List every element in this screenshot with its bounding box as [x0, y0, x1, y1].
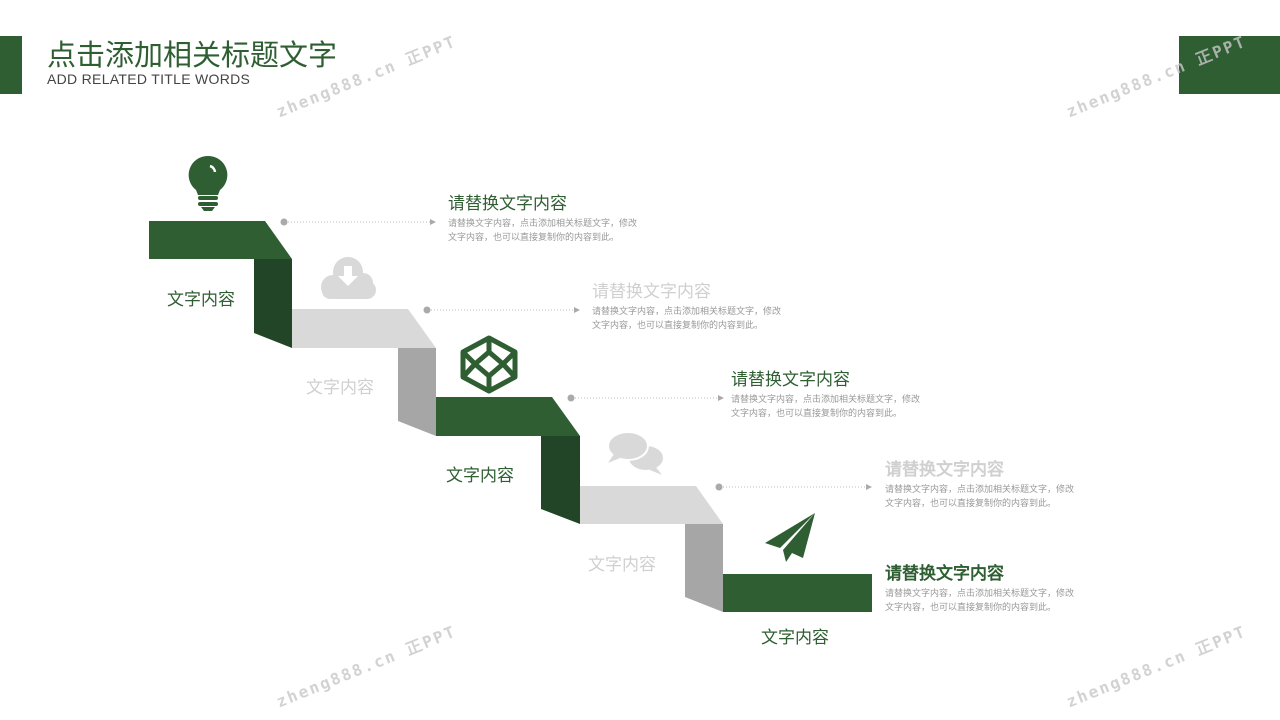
text-desc: 请替换文字内容，点击添加相关标题文字，修改文字内容，也可以直接复制你的内容到此。: [885, 485, 1075, 509]
connector-1: [280, 218, 436, 226]
connector-4: [715, 483, 872, 491]
text-desc: 请替换文字内容，点击添加相关标题文字，修改文字内容，也可以直接复制你的内容到此。: [448, 219, 638, 243]
text-title: 请替换文字内容: [885, 460, 1004, 480]
step-4: [580, 486, 723, 612]
step-2: [292, 309, 436, 436]
step-label-1: 文字内容: [167, 290, 235, 310]
text-block-1: 请替换文字内容 请替换文字内容，点击添加相关标题文字，修改文字内容，也可以直接复…: [448, 189, 663, 245]
page-title: 点击添加相关标题文字: [47, 38, 338, 72]
left-accent-bar: [0, 36, 22, 94]
text-desc: 请替换文字内容，点击添加相关标题文字，修改文字内容，也可以直接复制你的内容到此。: [731, 395, 921, 419]
text-title: 请替换文字内容: [885, 564, 1004, 584]
text-block-2: 请替换文字内容 请替换文字内容，点击添加相关标题文字，修改文字内容，也可以直接复…: [592, 277, 807, 333]
text-block-5: 请替换文字内容 请替换文字内容，点击添加相关标题文字，修改文字内容，也可以直接复…: [885, 559, 1100, 615]
text-desc: 请替换文字内容，点击添加相关标题文字，修改文字内容，也可以直接复制你的内容到此。: [885, 589, 1075, 613]
lightbulb-icon: [188, 155, 228, 211]
text-title: 请替换文字内容: [592, 282, 711, 302]
paper-plane-icon: [765, 513, 815, 562]
codepen-cube-icon: [460, 335, 518, 394]
text-block-3: 请替换文字内容 请替换文字内容，点击添加相关标题文字，修改文字内容，也可以直接复…: [731, 365, 946, 421]
text-title: 请替换文字内容: [448, 194, 567, 214]
step-label-5: 文字内容: [761, 628, 829, 648]
chat-bubbles-icon: [607, 431, 663, 475]
connector-2: [423, 306, 580, 314]
page-subtitle: ADD RELATED TITLE WORDS: [47, 71, 251, 87]
right-accent-bar: [1179, 36, 1280, 94]
step-label-2: 文字内容: [306, 378, 374, 398]
connectors: [280, 218, 872, 491]
step-3: [436, 397, 580, 524]
text-title: 请替换文字内容: [731, 370, 850, 390]
text-block-4: 请替换文字内容 请替换文字内容，点击添加相关标题文字，修改文字内容，也可以直接复…: [885, 455, 1100, 511]
step-label-3: 文字内容: [446, 466, 514, 486]
text-desc: 请替换文字内容，点击添加相关标题文字，修改文字内容，也可以直接复制你的内容到此。: [592, 307, 782, 331]
cloud-download-icon: [321, 257, 376, 299]
step-5: [723, 574, 872, 612]
step-1: [149, 221, 292, 348]
step-label-4: 文字内容: [588, 555, 656, 575]
connector-3: [567, 394, 724, 402]
